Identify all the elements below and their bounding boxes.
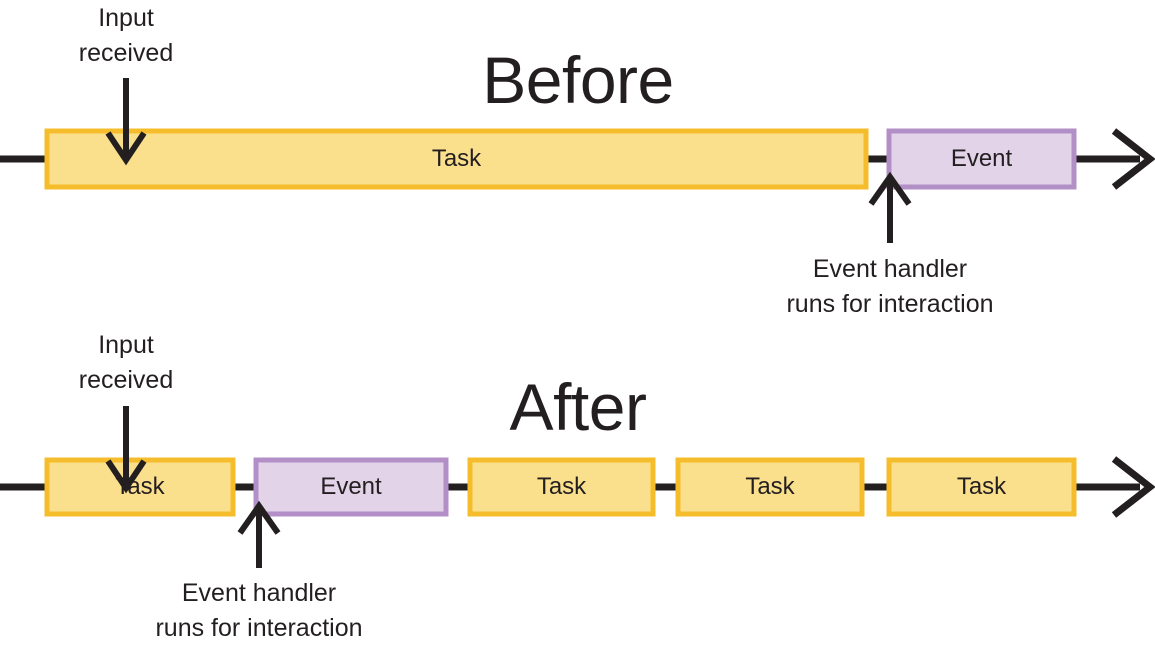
- before-event-handler-arrow: [868, 171, 912, 243]
- after-input-received-label: Input received: [78, 331, 174, 394]
- before-input-received-label: Input received: [78, 4, 174, 67]
- after-event-handler-arrow: [237, 500, 281, 568]
- timeline-arrowhead-before: [1111, 128, 1155, 190]
- after-timeline: [0, 456, 1155, 518]
- before-task-block: [44, 128, 869, 190]
- before-input-received-arrow: [105, 78, 147, 166]
- timeline-arrowhead-after: [1111, 456, 1155, 518]
- section-title-before: Before: [482, 43, 674, 117]
- after-task-block-2: [467, 457, 656, 517]
- after-input-received-arrow: [105, 406, 147, 494]
- section-title-after: After: [509, 370, 647, 444]
- before-event-handler-label: Event handler runs for interaction: [786, 255, 994, 318]
- after-event-block: [253, 457, 449, 517]
- after-event-handler-label: Event handler runs for interaction: [155, 579, 363, 642]
- before-event-block: [886, 128, 1077, 190]
- after-task-block-4: [886, 457, 1077, 517]
- before-timeline: [0, 128, 1155, 190]
- after-task-block-3: [675, 457, 865, 517]
